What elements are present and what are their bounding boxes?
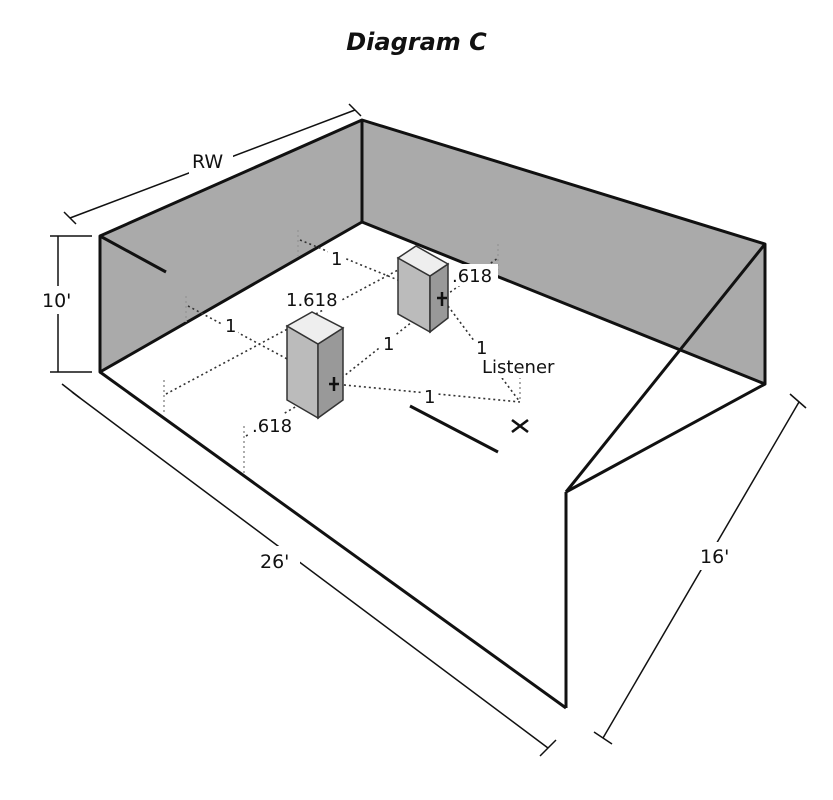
side-ratio-label: 1.618 [286,290,338,311]
rear-speaker [396,245,450,334]
speaker-spacing-label: 1 [383,334,394,355]
listener-right-label: 1 [476,338,487,359]
room-edge-front-top [565,382,766,494]
side-ratio-guide [165,269,399,395]
rear-gap-label: 1 [331,249,342,270]
front-speaker-mark [329,377,339,391]
rw-label: RW [192,151,223,173]
diagram-title: Diagram C [346,28,487,56]
rw-dimension-tick-right [348,103,362,117]
front-speaker [285,311,345,420]
length-dimension-tick-left [61,383,81,399]
speaker-spacing-label-bg [380,332,396,354]
front-speaker-top-face [285,311,345,345]
side-gap-label-bg [222,316,238,338]
listener-label-bg [480,356,570,378]
front-ratio-top-label: .618 [452,266,492,287]
rear-gap-label-bg [328,248,344,270]
listener-position-mark [511,418,529,434]
length-label-bg [256,546,300,576]
front-ratio-bottom-label: .618 [252,416,292,437]
room-edge-front-left [564,243,767,493]
height-label-bg [40,286,80,314]
listener-left-label: 1 [424,387,435,408]
listener-left-guide [333,383,521,403]
width-dimension-tick-bottom [593,731,613,745]
rear-speaker-mark [437,292,447,306]
front-ratio-bottom-label-bg [250,414,298,436]
side-ratio-label-bg [284,288,340,310]
width-label: 16' [700,546,729,568]
width-label-bg [696,542,738,570]
length-dimension-tick-right [539,739,557,757]
front-ratio-guide-top [441,257,499,299]
height-label: 10' [42,290,71,312]
listener-label: Listener [482,357,555,378]
listener-left-label-bg [422,386,438,408]
front-ratio-top-label-bg [452,264,498,286]
left-wall-marker-line [99,234,167,274]
width-dimension-tick-top [789,393,807,409]
floor-marker-line [409,404,499,454]
length-dimension-line [71,391,549,749]
side-gap-label: 1 [225,316,236,337]
back-wall [362,120,765,384]
listener-right-label-bg [474,336,490,358]
rear-speaker-top-face [396,245,450,277]
length-label: 26' [260,551,289,573]
rw-dimension-tick-left [63,211,77,225]
room-edge-left-floor [99,370,567,710]
rear-gap-guide [299,239,443,299]
left-wall [100,120,362,372]
rw-label-bg [189,148,233,174]
